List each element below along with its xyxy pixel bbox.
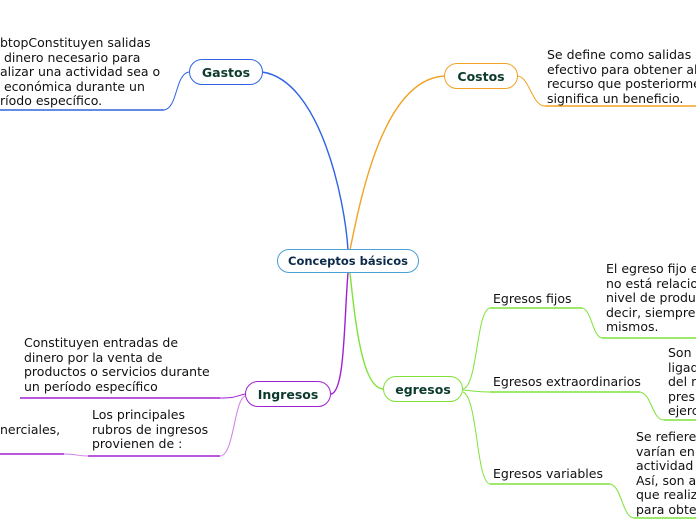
link-egresos-extra bbox=[462, 389, 491, 393]
topic-ingresos[interactable]: Ingresos bbox=[245, 381, 331, 407]
topic-egresos[interactable]: egresos bbox=[383, 376, 463, 402]
topic-costos-label: Costos bbox=[457, 68, 505, 84]
link-ingresos-note3 bbox=[63, 453, 89, 457]
link-ingresos-note1 bbox=[219, 393, 246, 399]
subtopic-egresos-fijos[interactable]: Egresos fijos bbox=[493, 291, 572, 306]
egresos-extraordinarios-note: Son ligad del n pres ejerc bbox=[668, 345, 696, 418]
link-extra-note bbox=[639, 391, 665, 421]
costos-note: Se define como salidas d efectivo para o… bbox=[547, 47, 696, 106]
subtopic-egresos-extraordinarios[interactable]: Egresos extraordinarios bbox=[493, 374, 641, 389]
link-ingresos bbox=[330, 272, 349, 395]
link-egresos bbox=[349, 272, 384, 390]
topic-gastos[interactable]: Gastos bbox=[189, 59, 263, 85]
link-costos-note bbox=[517, 75, 546, 107]
link-ingresos-note2 bbox=[219, 395, 246, 457]
egresos-variables-note: Se refiere varían en actividad e Así, so… bbox=[636, 429, 696, 517]
link-fijos-note bbox=[581, 307, 603, 339]
subtopic-egresos-variables[interactable]: Egresos variables bbox=[493, 466, 603, 481]
link-gastos bbox=[261, 71, 349, 251]
ingresos-note-1: Constituyen entradas de dinero por la ve… bbox=[24, 335, 210, 394]
link-gastos-note bbox=[163, 71, 190, 111]
link-variables-note bbox=[609, 483, 635, 519]
ingresos-note-2: Los principales rubros de ingresos provi… bbox=[92, 407, 209, 451]
central-topic[interactable]: Conceptos básicos bbox=[277, 249, 419, 273]
link-costos bbox=[349, 75, 445, 251]
link-egresos-fijos bbox=[462, 307, 491, 390]
topic-costos[interactable]: Costos bbox=[444, 63, 518, 89]
topic-gastos-label: Gastos bbox=[201, 64, 251, 80]
gastos-note: btopConstituyen salidas dinero necesario… bbox=[0, 35, 161, 108]
topic-egresos-label: egresos bbox=[395, 381, 451, 397]
ingresos-note-3: nerciales, bbox=[0, 422, 61, 437]
topic-ingresos-label: Ingresos bbox=[257, 386, 319, 402]
link-egresos-variables bbox=[462, 391, 491, 485]
central-topic-label: Conceptos básicos bbox=[288, 254, 408, 268]
